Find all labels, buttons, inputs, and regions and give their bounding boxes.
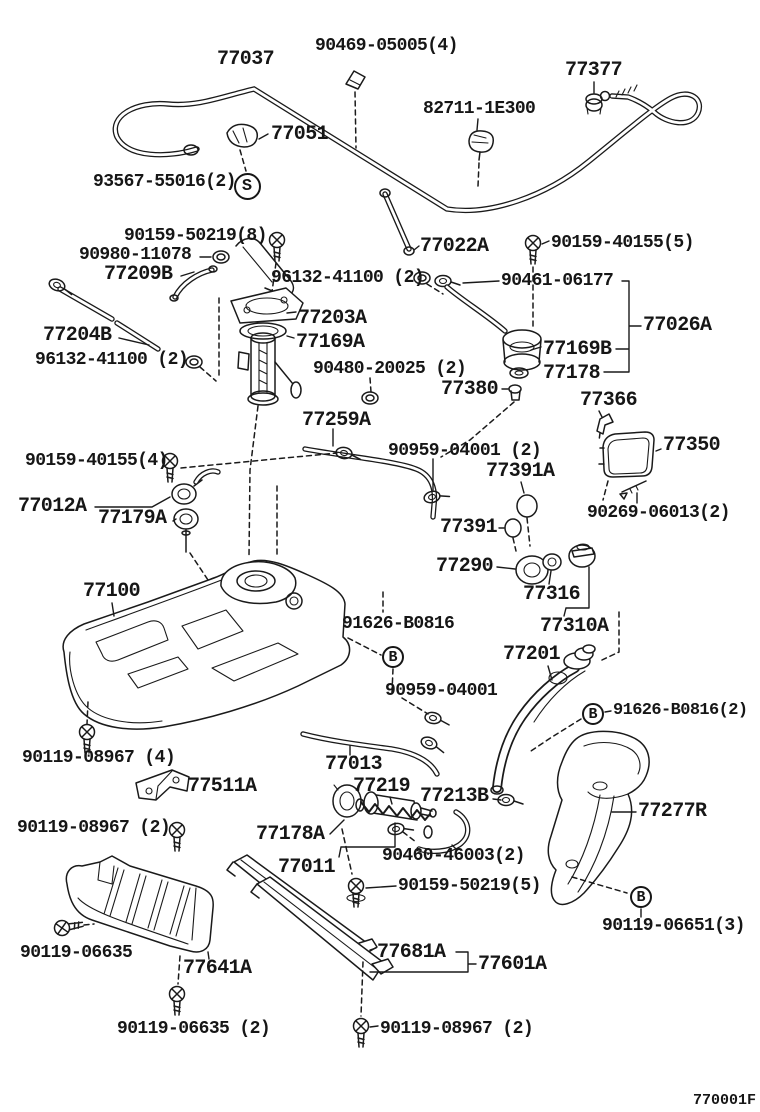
part-label: 90159-40155(5) — [551, 233, 694, 253]
part-label: 77511A — [188, 775, 257, 798]
part-label: 77012A — [18, 495, 87, 518]
part-label: 77022A — [420, 235, 489, 258]
part-label: 90460-46003(2) — [382, 846, 525, 866]
part-label: 77026A — [643, 314, 712, 337]
part-label: 90159-50219(8) — [124, 226, 267, 246]
part-label: 77013 — [325, 753, 383, 776]
part-label: 77350 — [663, 434, 721, 457]
part-label: 93567-55016(2) — [93, 172, 236, 192]
part-label: 77011 — [278, 856, 336, 879]
diagram-code: 770001F — [693, 1092, 757, 1109]
part-label: 90480-20025 (2) — [313, 359, 467, 379]
callout-s-circle: S — [233, 172, 261, 200]
part-label: 77037 — [217, 48, 275, 71]
part-label: 77219 — [353, 775, 411, 798]
part-label: 77051 — [271, 123, 329, 146]
part-label: 77178 — [543, 362, 601, 385]
part-label: 96132-41100 (2) — [35, 350, 189, 370]
part-label: 77178A — [256, 823, 325, 846]
part-label: 77201 — [503, 643, 561, 666]
part-label: 90959-04001 — [385, 681, 498, 701]
part-label: 91626-B0816(2) — [613, 701, 748, 720]
part-label: 90469-05005(4) — [315, 36, 458, 56]
part-label: 77259A — [302, 409, 371, 432]
part-label: 90959-04001 (2) — [388, 441, 542, 461]
part-label: 90119-08967 (2) — [17, 818, 171, 838]
part-label: 77169A — [296, 331, 365, 354]
callout-b-circle: B — [582, 703, 604, 725]
callout-b-circle: B — [630, 886, 652, 908]
part-label: 90119-06635 (2) — [117, 1019, 271, 1039]
part-label: 90159-40155(4) — [25, 451, 168, 471]
part-label: 77203A — [298, 307, 367, 330]
part-label: 90980-11078 — [79, 245, 192, 265]
part-label: 77380 — [441, 378, 499, 401]
part-label: 77277R — [638, 800, 707, 823]
part-label: 77100 — [83, 580, 141, 603]
part-label: 90159-50219(5) — [398, 876, 541, 896]
part-label: 77377 — [565, 59, 623, 82]
part-label: 77204B — [43, 324, 112, 347]
part-label: 77601A — [478, 953, 547, 976]
part-label: 77310A — [540, 615, 609, 638]
part-label: 77213B — [420, 785, 489, 808]
part-label: 90119-06635 — [20, 943, 133, 963]
part-label: 96132-41100 (2) — [271, 268, 425, 288]
part-label: 77641A — [183, 957, 252, 980]
part-label: 77169B — [543, 338, 612, 361]
part-label: 77681A — [377, 941, 446, 964]
part-label: 77316 — [523, 583, 581, 606]
part-label: 77290 — [436, 555, 494, 578]
part-label: 90119-06651(3) — [602, 916, 745, 936]
callout-b-circle: B — [382, 646, 404, 668]
part-label: 90461-06177 — [501, 271, 614, 291]
part-label: 77391 — [440, 516, 498, 539]
part-label: 90119-08967 (2) — [380, 1019, 534, 1039]
part-label: 77179A — [98, 507, 167, 530]
part-label: 90119-08967 (4) — [22, 748, 176, 768]
part-label: 77366 — [580, 389, 638, 412]
part-label: 82711-1E300 — [423, 99, 536, 119]
part-label: 77391A — [486, 460, 555, 483]
part-label: 90269-06013(2) — [587, 503, 730, 523]
part-label: 91626-B0816 — [342, 614, 455, 634]
part-label: 77209B — [104, 263, 173, 286]
